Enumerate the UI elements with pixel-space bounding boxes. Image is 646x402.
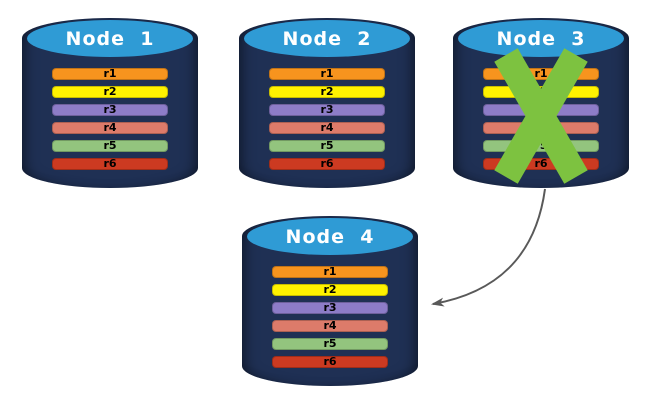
- node-4-title: Node 4: [285, 225, 375, 248]
- row-r1: r1: [483, 68, 599, 80]
- cylinder-top: Node 2: [244, 20, 410, 57]
- row-r5: r5: [483, 140, 599, 152]
- row-r3: r3: [269, 104, 385, 116]
- row-r4: r4: [272, 320, 388, 332]
- row-r3: r3: [52, 104, 168, 116]
- row-r5: r5: [52, 140, 168, 152]
- row-r5: r5: [272, 338, 388, 350]
- row-stack: r1 r2 r3 r4 r5 r6: [272, 266, 388, 368]
- db-node-1: Node 1 r1 r2 r3 r4 r5 r6: [22, 18, 198, 188]
- row-r2: r2: [52, 86, 168, 98]
- row-r6: r6: [52, 158, 168, 170]
- cylinder-top: Node 4: [247, 218, 413, 255]
- row-r5: r5: [269, 140, 385, 152]
- cylinder-top: Node 3: [458, 20, 624, 57]
- db-node-2: Node 2 r1 r2 r3 r4 r5 r6: [239, 18, 415, 188]
- row-r1: r1: [52, 68, 168, 80]
- db-node-3-failed: Node 3 r1 r2 r3 r4 r5 r6: [453, 18, 629, 188]
- row-r2: r2: [272, 284, 388, 296]
- row-r1: r1: [269, 68, 385, 80]
- row-r4: r4: [52, 122, 168, 134]
- cylinder-top: Node 1: [27, 20, 193, 57]
- node-3-title: Node 3: [496, 27, 586, 50]
- db-node-4: Node 4 r1 r2 r3 r4 r5 r6: [242, 216, 418, 386]
- row-r6: r6: [269, 158, 385, 170]
- row-r4: r4: [483, 122, 599, 134]
- row-r3: r3: [483, 104, 599, 116]
- node-1-title: Node 1: [65, 27, 155, 50]
- row-r2: r2: [269, 86, 385, 98]
- row-r3: r3: [272, 302, 388, 314]
- row-r1: r1: [272, 266, 388, 278]
- node-2-title: Node 2: [282, 27, 372, 50]
- row-stack: r1 r2 r3 r4 r5 r6: [52, 68, 168, 170]
- row-r4: r4: [269, 122, 385, 134]
- row-r6: r6: [483, 158, 599, 170]
- row-stack: r1 r2 r3 r4 r5 r6: [269, 68, 385, 170]
- row-r6: r6: [272, 356, 388, 368]
- row-stack: r1 r2 r3 r4 r5 r6: [483, 68, 599, 170]
- row-r2: r2: [483, 86, 599, 98]
